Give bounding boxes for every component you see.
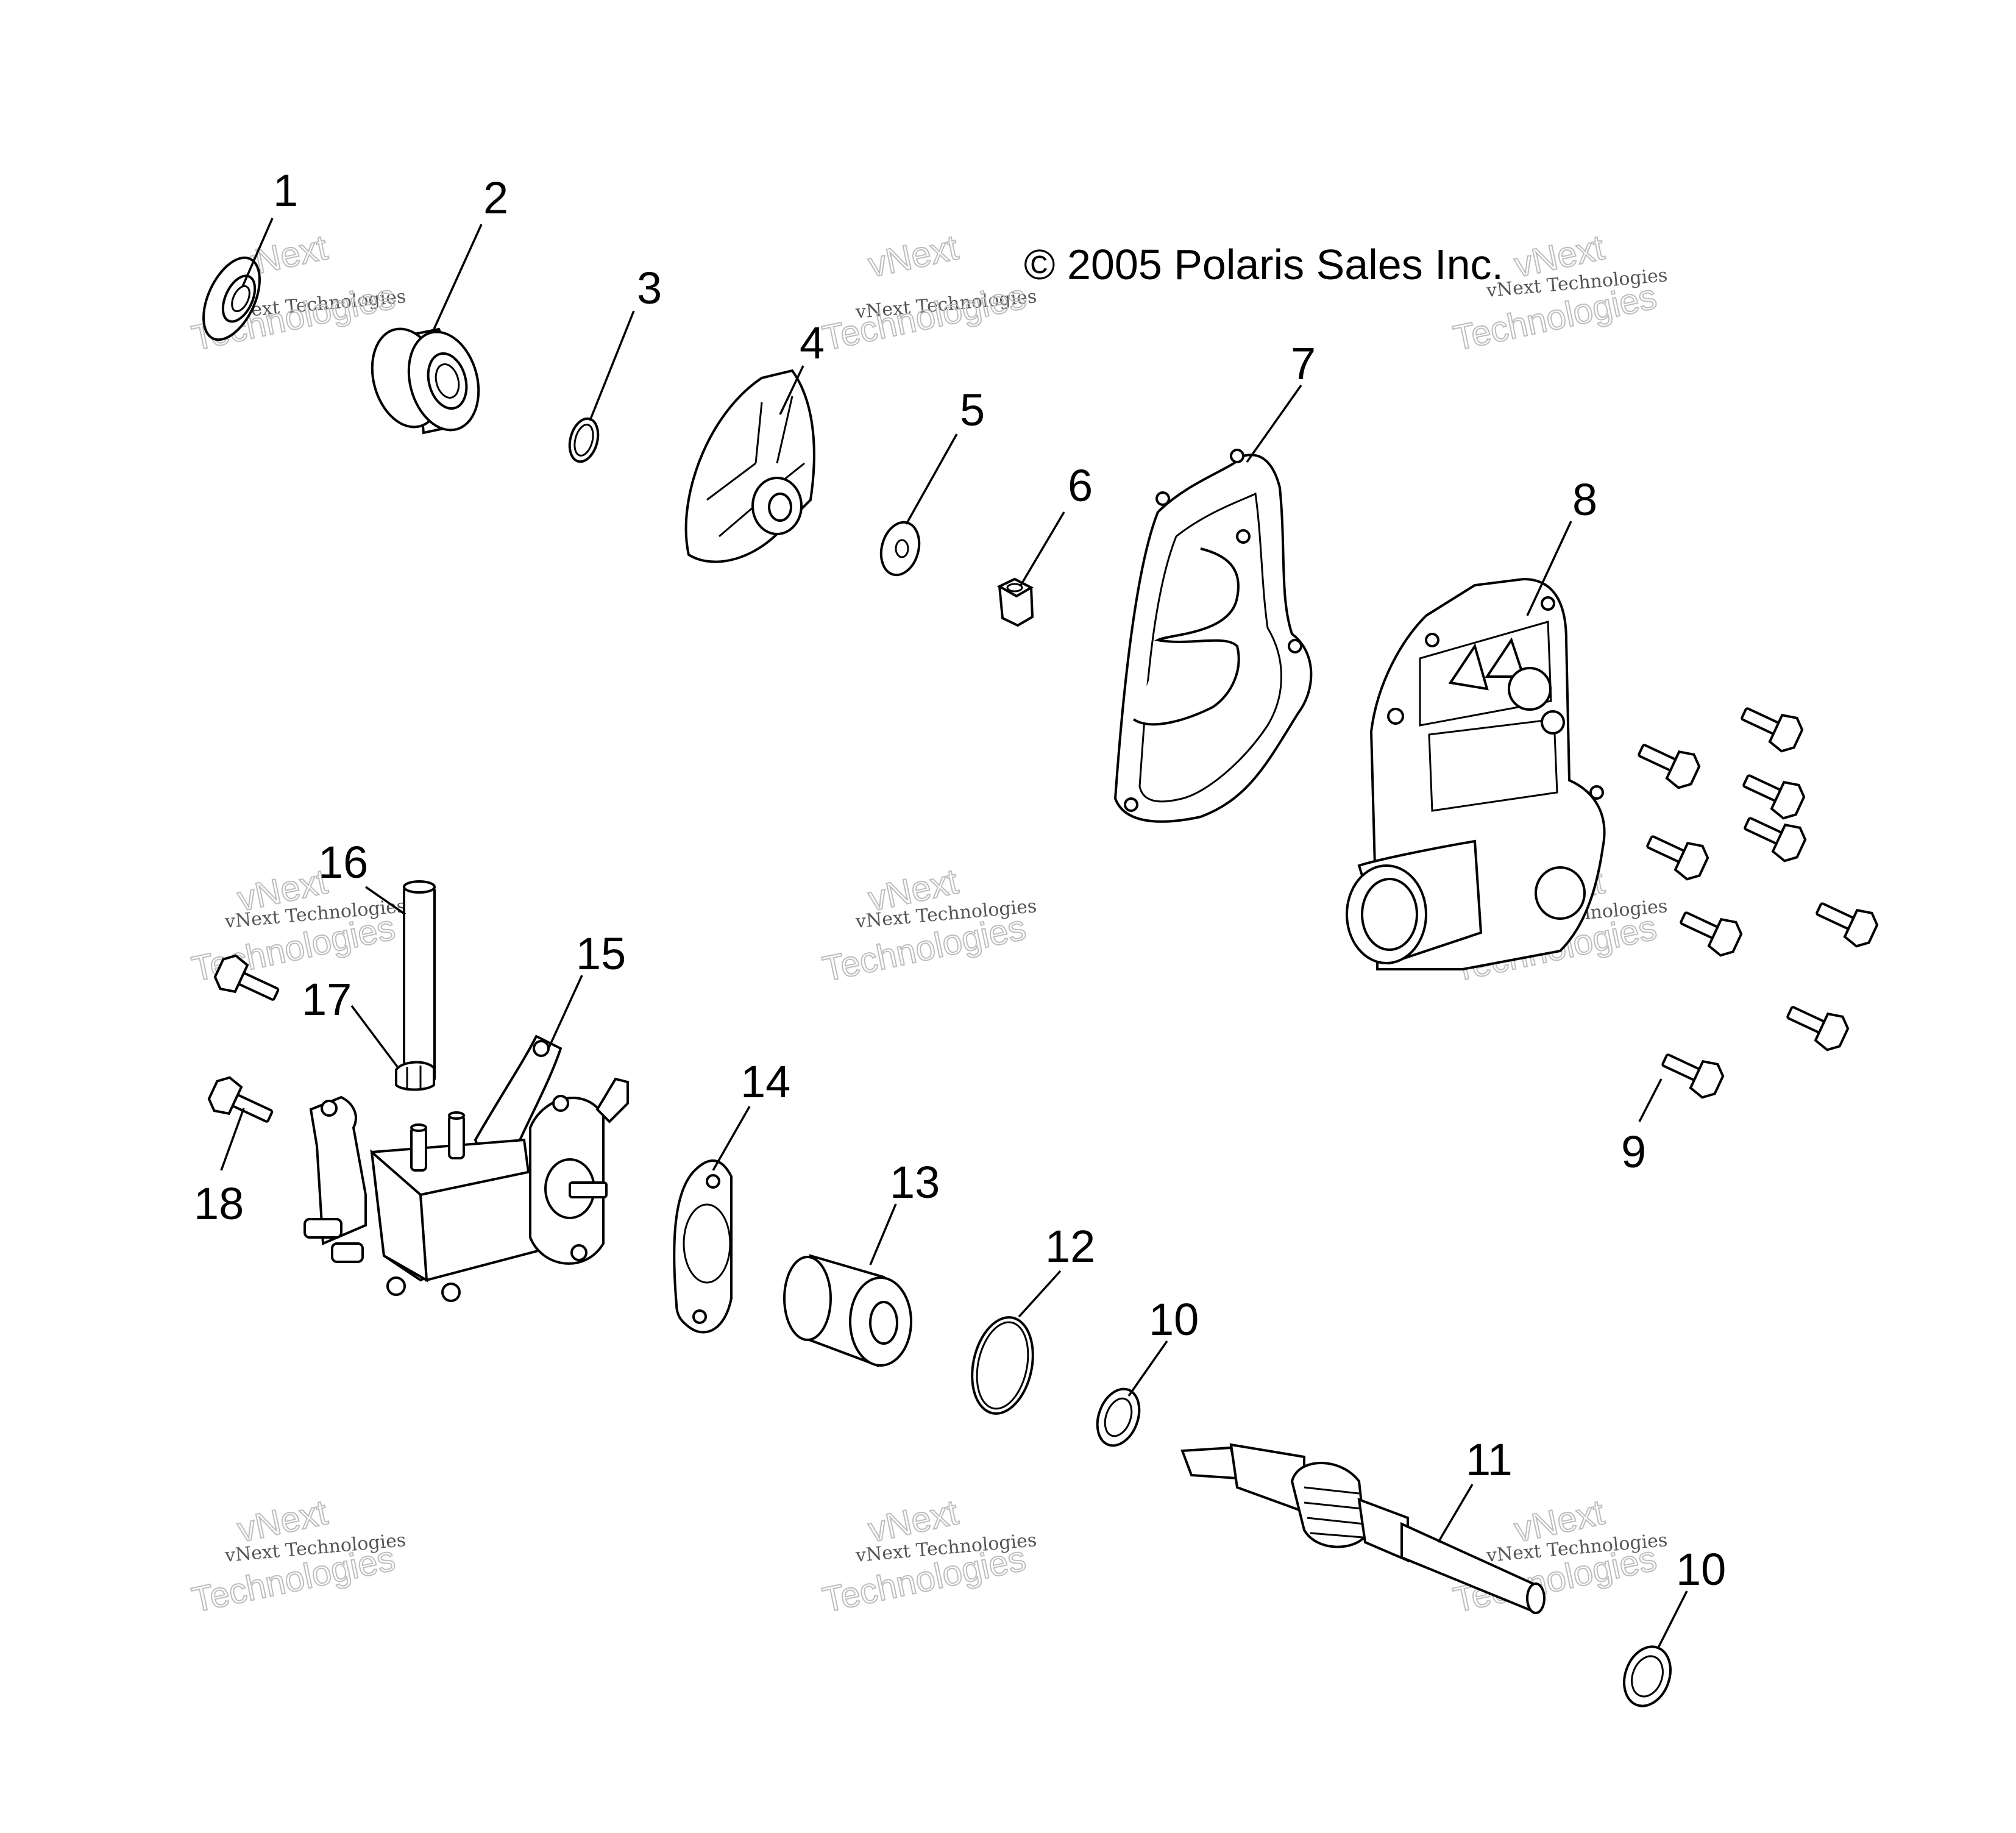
callout-11: 11 [1466, 1434, 1513, 1485]
callout-15: 15 [576, 928, 626, 979]
callout-8: 8 [1572, 474, 1597, 525]
callout-10-lower: 10 [1676, 1544, 1726, 1595]
part-3-o-ring-inner [573, 424, 594, 457]
callout-6: 6 [1068, 460, 1093, 511]
callout-17: 17 [302, 974, 352, 1025]
callout-2: 2 [483, 173, 508, 223]
callout-10: 10 [1149, 1294, 1199, 1345]
part-18-bolts [207, 954, 280, 1123]
callout-9: 9 [1621, 1126, 1646, 1177]
part-10-washer-lower [1623, 1645, 1672, 1707]
part-10-washer [1096, 1387, 1141, 1447]
callout-labels: 1 2 3 4 5 6 7 8 9 10 11 12 13 14 15 16 1… [194, 165, 1726, 1595]
copyright-text: © 2005 Polaris Sales Inc. [1024, 241, 1503, 288]
callout-4: 4 [800, 318, 825, 368]
callout-5: 5 [960, 385, 985, 435]
callout-13: 13 [890, 1157, 940, 1208]
part-10-washer-lower-hole [1631, 1655, 1664, 1698]
bolt [1680, 911, 1743, 957]
callout-7: 7 [1291, 338, 1316, 389]
callout-18: 18 [194, 1178, 244, 1229]
bolt [1646, 835, 1709, 881]
callout-1: 1 [273, 165, 298, 216]
part-12-o-ring-inner [976, 1321, 1029, 1410]
watermark-bottom-right: vNext vNext Technologies Technologies [1449, 1492, 1668, 1620]
watermark-technologies: Technologies [819, 277, 1029, 358]
watermark-mid-center: vNext vNext Technologies Technologies [818, 861, 1037, 989]
part-5-washer-hole [895, 539, 909, 558]
part-6-nut [996, 577, 1034, 627]
watermark-bottom-left: vNext vNext Technologies Technologies [188, 1492, 406, 1620]
bolt [1661, 1053, 1725, 1099]
part-17-clip [395, 1061, 435, 1091]
callout-12: 12 [1045, 1221, 1095, 1272]
part-3-o-ring [568, 417, 600, 463]
callout-16: 16 [318, 837, 368, 888]
part-9-bolts [1638, 707, 1879, 1099]
bolt [1744, 817, 1807, 863]
part-2-bearing [371, 327, 480, 435]
leader-lines [220, 218, 1688, 1650]
bolt [1786, 1006, 1850, 1052]
callout-3: 3 [637, 263, 662, 313]
watermark-bottom-center: vNext vNext Technologies Technologies [818, 1492, 1037, 1620]
bolt [1638, 744, 1701, 789]
part-11-shaft [1180, 1443, 1546, 1614]
part-10-washer-hole [1104, 1397, 1133, 1437]
part-14-gasket [673, 1159, 733, 1334]
part-7-gasket [1113, 449, 1313, 823]
bolt [1815, 902, 1879, 948]
part-4-impeller [684, 369, 815, 563]
part-13-bushing [783, 1254, 912, 1367]
bolt [1741, 707, 1804, 753]
part-12-o-ring [971, 1316, 1034, 1415]
callout-14: 14 [740, 1056, 790, 1107]
watermark-vnext: vNext [865, 227, 962, 285]
part-16-pin [403, 880, 436, 1083]
part-8-pump-cover [1346, 577, 1606, 970]
part-5-washer [879, 521, 921, 577]
part-15-oil-pump [303, 1034, 629, 1302]
bolt [1742, 774, 1806, 820]
watermark-top-center: vNext vNext Technologies Technologies [818, 227, 1037, 358]
